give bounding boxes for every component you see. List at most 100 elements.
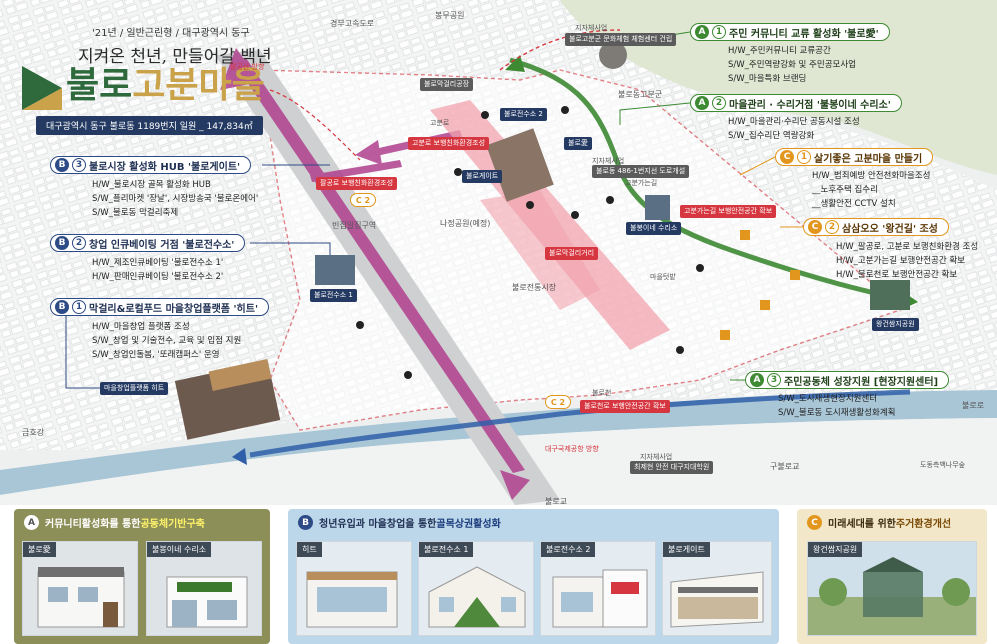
- arrow-palgongro: [310, 160, 402, 182]
- wanggeon-park-image: [808, 542, 976, 635]
- thumb-jeonsuso2: 불로전수소 2: [540, 541, 656, 636]
- marker-c2-b-num: 2: [559, 397, 566, 407]
- c2-list: H/W_팔공로, 고분로 보행친화환경 조성 H/W_고분가는길 보행안전공간 …: [836, 240, 978, 282]
- panel-a-title-plain: 커뮤니티활성화를 통한: [45, 519, 141, 530]
- label-jijachi: 지자체사업: [575, 24, 608, 32]
- label-gupyeong: 구불로교: [770, 462, 800, 471]
- bullocheon-river: [0, 390, 997, 495]
- label-jijachi3: 지자체사업: [640, 453, 673, 461]
- panel-a: A 커뮤니티활성화를 통한 공동체기반구축 불로愛 불봉이네 수리소: [14, 509, 270, 644]
- label-bullocheon: 불로천: [592, 389, 612, 397]
- label-jeonsuso1: 불로전수소 1: [310, 289, 357, 302]
- b2-title: 창업 인큐베이팅 거점 '불로전수소': [89, 239, 235, 251]
- label-makgeolli-street: 불로막걸리거리: [545, 247, 599, 260]
- logo-mark: [22, 66, 62, 110]
- label-bullogyo: 불로교: [545, 497, 568, 506]
- suriso-building: [645, 195, 670, 220]
- a1-item: H/W_주민커뮤니티 교류공간: [728, 46, 831, 56]
- gate-image: [663, 542, 771, 635]
- header-title: 불로고분마을: [66, 62, 265, 108]
- address-bar: 대구광역시 동구 불로동 1189번지 일원 _ 147,834㎡: [36, 116, 263, 135]
- a2-title: 마을관리 · 수리거점 '불봉이네 수리소': [729, 99, 891, 111]
- a3-letter: A: [750, 373, 764, 387]
- label-geumho: 금호강: [22, 428, 45, 437]
- b1-letter: B: [55, 300, 69, 314]
- a3-num: 3: [767, 373, 781, 387]
- panel-c-letter: C: [807, 515, 822, 530]
- thumb-wanggeon-park: 왕건쌈지공원: [807, 541, 977, 636]
- label-jeonsuso2: 불로전수소 2: [500, 108, 547, 121]
- a2-letter: A: [695, 96, 709, 110]
- thumb-label: 왕건쌈지공원: [808, 542, 863, 557]
- panel-b: B 청년유입과 마을창업을 통한 골목상권활성화 히트 불로전수소 1 불로전수…: [288, 509, 779, 644]
- panel-c-title-plain: 미래세대를 위한: [828, 519, 896, 530]
- label-wanggeon-park: 왕건쌈지공원: [872, 318, 919, 331]
- label-gobun-gate-way: 고분가는길: [625, 179, 658, 187]
- label-bullo-market: 불로전통시장: [512, 283, 557, 292]
- label-najeong: 나정공원(예정): [440, 219, 491, 228]
- c2-title: 삼삼오오 '왕건길' 조성: [842, 223, 938, 235]
- a1-list: H/W_주민커뮤니티 교류공간 S/W_주민역량강화 및 주민공모사업 S/W_…: [728, 44, 856, 86]
- a2-item: S/W_집수리단 역량강화: [728, 131, 815, 141]
- c2-num: 2: [825, 220, 839, 234]
- b1-item: S/W_창업인돌봄, '또래캠퍼스' 운영: [92, 350, 220, 360]
- thumb-jeonsuso1: 불로전수소 1: [418, 541, 534, 636]
- c2-item: H/W_고분가는길 보행안전공간 확보: [836, 256, 965, 266]
- a2-item: H/W_마을관리·수리단 공동시설 조성: [728, 117, 860, 127]
- panel-a-letter: A: [24, 515, 39, 530]
- a3-item: S/W_불로동 도시재생활성화계획: [778, 408, 896, 418]
- thumb-label: 불로전수소 1: [419, 542, 474, 557]
- c1-item: __노후주택 집수리: [812, 185, 878, 195]
- label-gate: 불로게이트: [462, 170, 503, 183]
- panel-c-title: C 미래세대를 위한 주거환경개선: [807, 515, 951, 530]
- jeonsuso1-image: [419, 542, 533, 635]
- label-jijachi2: 지자체사업: [592, 157, 625, 165]
- b2-item: H/W_제조인큐베이팅 '불로전수소 1': [92, 258, 224, 268]
- label-gobun-gun: 불로동고분군: [618, 90, 663, 99]
- thumb-label: 불로전수소 2: [541, 542, 596, 557]
- label-gyeongbu: 경부고속도로: [330, 19, 375, 28]
- hit-image: [297, 542, 411, 635]
- b2-item: H/W_판매인큐베이팅 '불로전수소 2': [92, 272, 224, 282]
- thumb-bullo-love: 불로愛: [22, 541, 138, 636]
- b3-title: 불로시장 활성화 HUB '불로게이트': [89, 161, 241, 173]
- c1-title: 살기좋은 고분마을 만들기: [814, 153, 923, 165]
- label-gobunro-walk: 고분로 보행친화환경조성: [408, 137, 490, 150]
- thumb-label: 히트: [297, 542, 322, 557]
- c2-item: H/W_불로천로 보행안전공간 확보: [836, 270, 958, 280]
- label-gobunro: 고분로: [430, 119, 450, 127]
- jeonsuso1-building: [315, 255, 355, 285]
- label-palgongro-walk: 팔공로 보행친화환경조성: [316, 177, 398, 190]
- b1-list: H/W_마을창업 플랫폼 조성 S/W_창업 및 기술전수, 교육 및 입점 지…: [92, 320, 241, 362]
- label-dojeom: 도동측백나무숲: [920, 461, 966, 469]
- b1-item: S/W_창업 및 기술전수, 교육 및 입점 지원: [92, 336, 242, 346]
- title-part-bullo: 불로: [66, 64, 133, 106]
- marker-c2-b: C 2: [545, 395, 571, 409]
- b1-item: H/W_마을창업 플랫폼 조성: [92, 322, 190, 332]
- b3-item: S/W_불로동 막걸리축제: [92, 208, 179, 218]
- label-binjip: 빈집밀집구역: [332, 221, 377, 230]
- panel-b-title: B 청년유입과 마을창업을 통한 골목상권활성화: [298, 515, 501, 530]
- b1-title: 막걸리&로컬푸드 마을창업플랫폼 '히트': [89, 303, 259, 315]
- panel-a-title-bold: 공동체기반구축: [140, 519, 205, 530]
- b2-num: 2: [72, 236, 86, 250]
- suriso-image: [147, 542, 261, 635]
- title-part-gobun: 고분마을: [132, 64, 265, 106]
- label-palgong: 팔공산 방향: [230, 63, 265, 71]
- b3-letter: B: [55, 158, 69, 172]
- label-makgeolli-factory: 불로막걸리공장: [420, 78, 474, 91]
- c1-item: __생활안전 CCTV 설치: [812, 199, 896, 209]
- panel-c-title-bold: 주거환경개선: [895, 519, 952, 530]
- c1-num: 1: [797, 150, 811, 164]
- b3-item: S/W_플리마켓 '장날', 시장방송국 '불로온에어': [92, 194, 259, 204]
- thumb-hit: 히트: [296, 541, 412, 636]
- jeonsuso2-image: [541, 542, 655, 635]
- thumb-label: 불로게이트: [663, 542, 710, 557]
- a2-num: 2: [712, 96, 726, 110]
- marker-c2-a: C 2: [350, 193, 376, 207]
